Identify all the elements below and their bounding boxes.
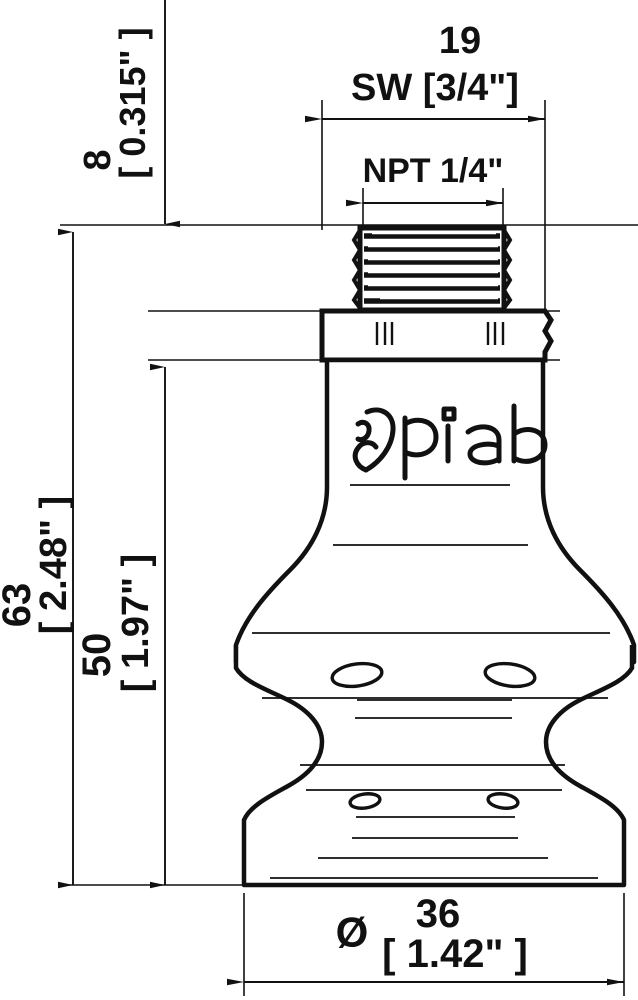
cup-body-cone: [233, 357, 637, 665]
label-diameter-inch: [ 1.42" ]: [382, 932, 528, 976]
hex-nut-collar: [319, 308, 554, 363]
logo-swoosh-tail: [352, 440, 379, 473]
piab-logo: [352, 403, 548, 481]
bellows-contour-lines: [262, 697, 608, 879]
logo-swoosh-inner: [355, 419, 372, 443]
label-diameter-symbol: Ø: [336, 909, 369, 956]
logo-letter-i-dot: [441, 406, 457, 422]
logo-letter-p-bowl: [402, 417, 439, 458]
dimension-lines: [58, 0, 624, 986]
label-thread-length-value: 8: [77, 149, 119, 170]
label-body-height-value: 50: [75, 633, 119, 678]
dimension-labels: 19 SW [3/4"] NPT 1/4" 8 [ 0.315" ] 63 [ …: [0, 20, 528, 976]
label-sw-value: 19: [439, 20, 481, 62]
collar-knurl-ticks: [375, 322, 505, 345]
label-npt-thread: NPT 1/4": [363, 152, 504, 190]
label-total-height-value: 63: [0, 583, 39, 628]
logo-letter-a-bowl: [467, 441, 502, 466]
label-body-height-inch: [ 1.97" ]: [115, 554, 157, 692]
label-sw-unit: SW [3/4"]: [351, 67, 519, 109]
product-outline: [233, 225, 637, 888]
logo-letter-b-bowl: [511, 427, 548, 464]
label-total-height-inch: [ 2.48" ]: [33, 496, 75, 634]
npt-thread: [351, 225, 513, 313]
label-thread-length-inch: [ 0.315" ]: [112, 27, 153, 178]
logo-swoosh-outer: [363, 407, 396, 473]
bellows-vent-holes: [330, 661, 537, 810]
bellows-convolutions: [233, 645, 635, 888]
logo-letter-a-top: [465, 424, 502, 464]
label-diameter-value: 36: [416, 892, 461, 936]
